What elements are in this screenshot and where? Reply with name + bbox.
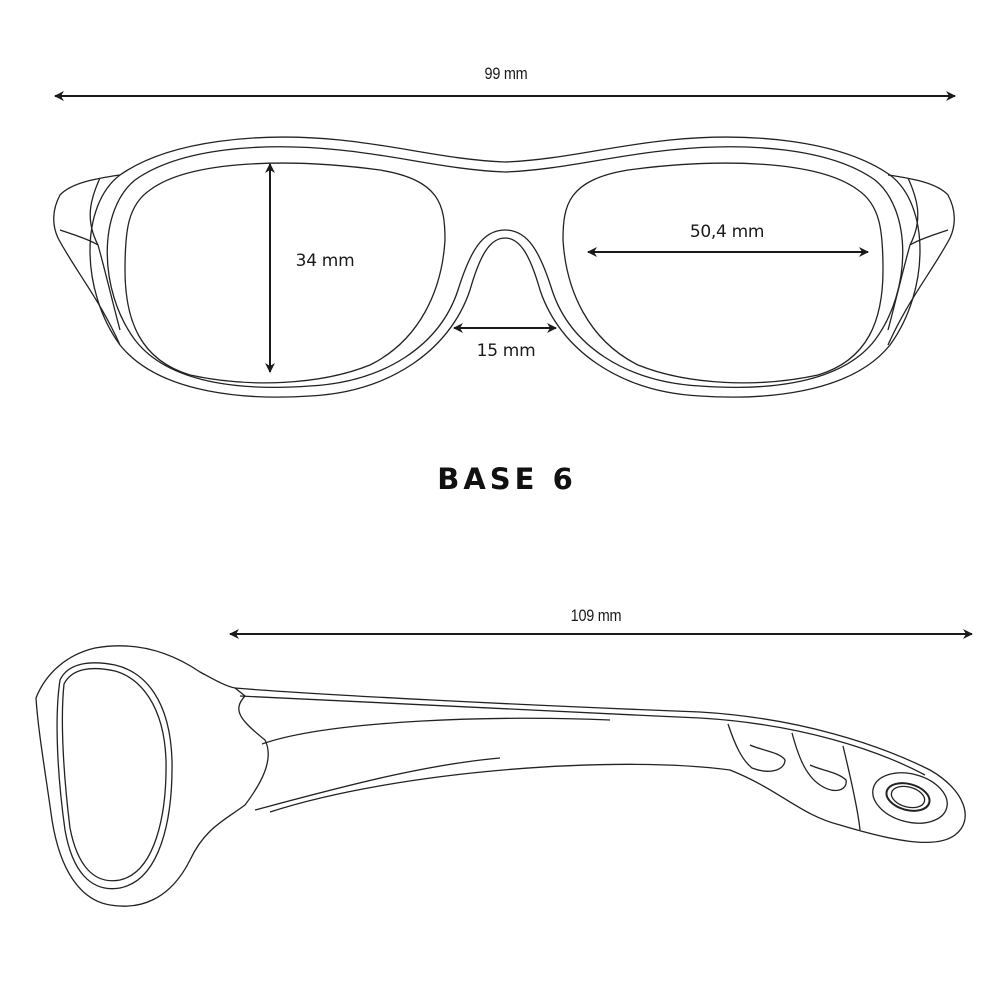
- side-view: [35, 645, 966, 907]
- lens-height-label: 34 mm: [295, 251, 355, 271]
- front-view: [53, 136, 955, 398]
- lens-width-label: 50,4 mm: [689, 222, 765, 242]
- temple-length-label: 109 mm: [570, 606, 622, 625]
- base-title: BASE 6: [437, 462, 577, 496]
- bridge-width-label: 15 mm: [476, 341, 536, 361]
- total-width-label: 99 mm: [484, 64, 528, 83]
